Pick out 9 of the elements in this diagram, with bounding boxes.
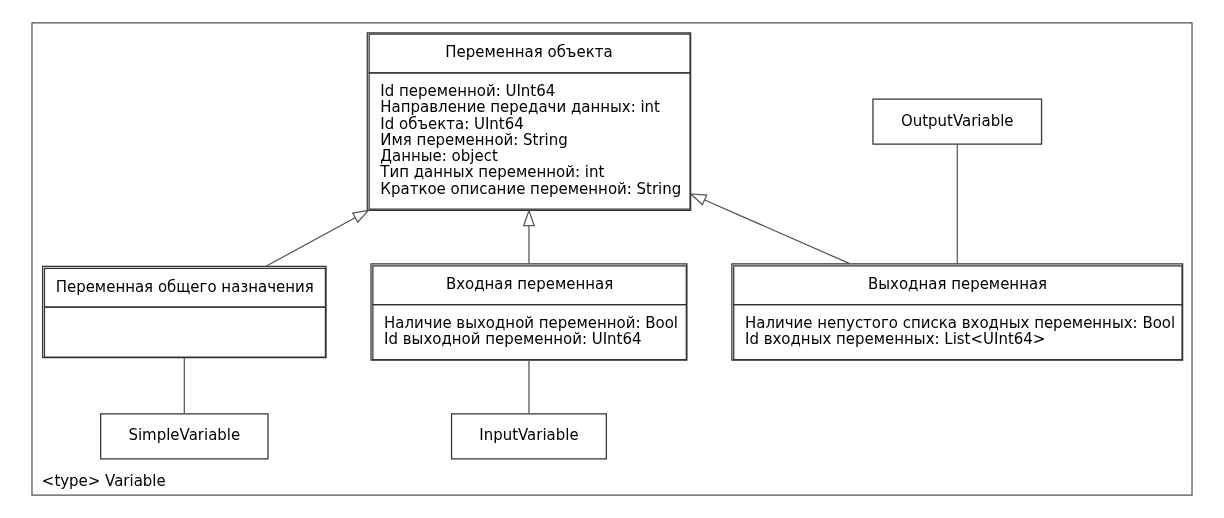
arrow: [265, 209, 371, 267]
arrow: [522, 208, 536, 265]
connector: [956, 143, 958, 265]
node-box: OutputVariable: [872, 98, 1043, 145]
node-box: SimpleVariable: [100, 413, 269, 460]
arrow: [689, 193, 851, 265]
node-box: InputVariable: [450, 413, 607, 460]
connector: [528, 360, 530, 414]
connector: [183, 357, 185, 414]
